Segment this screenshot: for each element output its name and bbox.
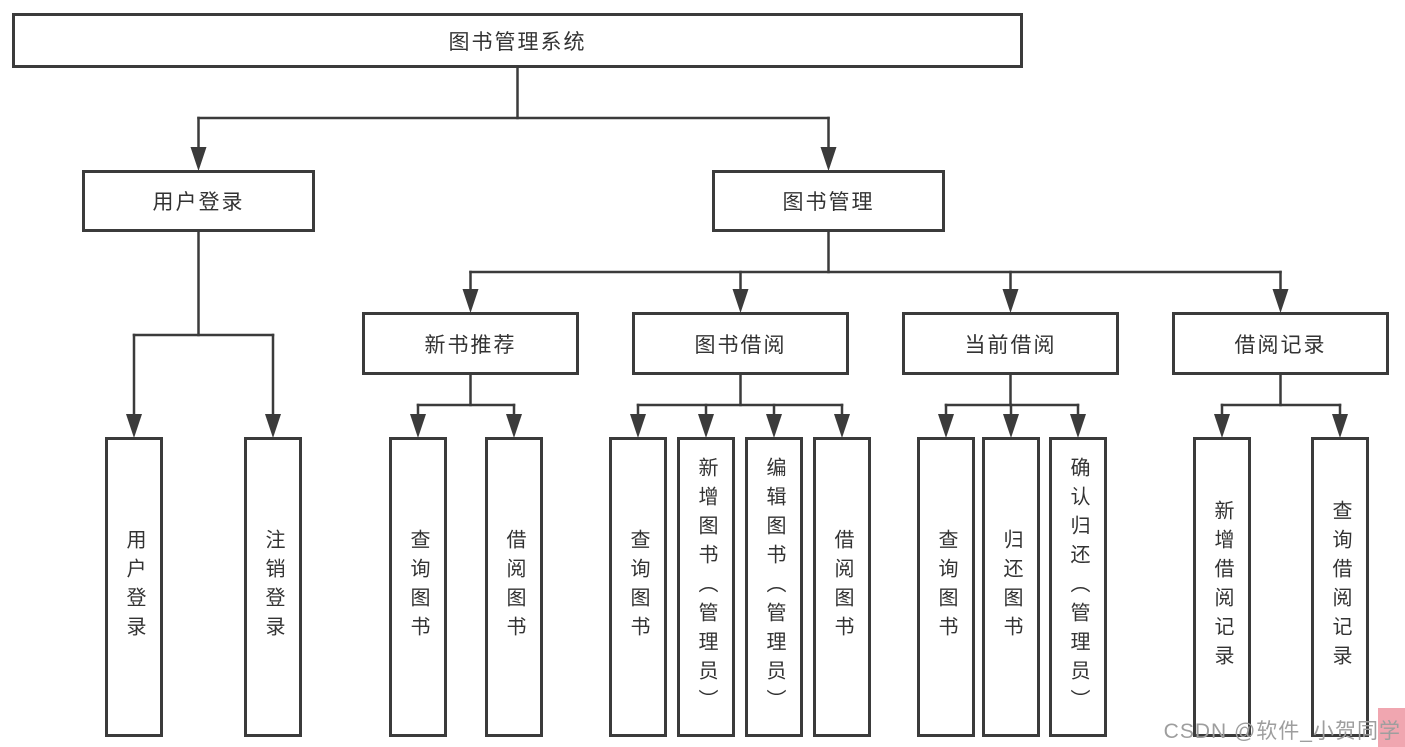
node-book-mgmt: 图书管理 <box>712 170 945 232</box>
node-label-borrow-records: 借阅记录 <box>1234 333 1327 357</box>
node-label-book-mgmt: 图书管理 <box>782 191 875 214</box>
node-label-v-return-book: 归还图书 <box>1000 529 1022 645</box>
node-label-user-login: 用户登录 <box>152 191 245 214</box>
node-v-query-book-1: 查询图书 <box>389 437 447 737</box>
node-v-query-borrow-record: 查询借阅记录 <box>1311 437 1369 737</box>
node-root: 图书管理系统 <box>12 13 1023 68</box>
node-label-current-borrow: 当前借阅 <box>964 333 1057 357</box>
node-label-v-query-book-3: 查询图书 <box>935 529 957 645</box>
node-new-book-rec: 新书推荐 <box>362 312 579 375</box>
node-label-v-borrow-book-1: 借阅图书 <box>503 529 525 645</box>
node-label-v-borrow-book-2: 借阅图书 <box>831 529 853 645</box>
node-label-v-query-borrow-record: 查询借阅记录 <box>1329 500 1351 674</box>
node-label-v-query-book-2: 查询图书 <box>627 529 649 645</box>
node-label-v-user-login: 用户登录 <box>123 529 145 645</box>
node-v-add-borrow-record: 新增借阅记录 <box>1193 437 1251 737</box>
node-label-new-book-rec: 新书推荐 <box>424 333 517 357</box>
node-v-borrow-book-1: 借阅图书 <box>485 437 543 737</box>
node-v-logout: 注销登录 <box>244 437 302 737</box>
node-label-v-query-book-1: 查询图书 <box>407 529 429 645</box>
node-borrow-records: 借阅记录 <box>1172 312 1389 375</box>
node-book-borrow: 图书借阅 <box>632 312 849 375</box>
node-label-v-add-book: 新增图书（管理员） <box>695 456 717 718</box>
node-label-v-add-borrow-record: 新增借阅记录 <box>1211 500 1233 674</box>
node-v-add-book: 新增图书（管理员） <box>677 437 735 737</box>
watermark: CSDN @软件_小贺同学 <box>1163 720 1401 743</box>
node-label-v-logout: 注销登录 <box>262 529 284 645</box>
node-label-book-borrow: 图书借阅 <box>694 333 787 357</box>
watermark-accent <box>1378 708 1405 747</box>
node-label-v-edit-book: 编辑图书（管理员） <box>763 456 785 718</box>
node-v-return-book: 归还图书 <box>982 437 1040 737</box>
node-v-edit-book: 编辑图书（管理员） <box>745 437 803 737</box>
node-v-query-book-2: 查询图书 <box>609 437 667 737</box>
node-v-borrow-book-2: 借阅图书 <box>813 437 871 737</box>
node-v-confirm-return: 确认归还（管理员） <box>1049 437 1107 737</box>
node-user-login: 用户登录 <box>82 170 315 232</box>
node-label-root: 图书管理系统 <box>448 30 587 54</box>
node-current-borrow: 当前借阅 <box>902 312 1119 375</box>
node-v-user-login: 用户登录 <box>105 437 163 737</box>
node-label-v-confirm-return: 确认归还（管理员） <box>1067 456 1089 718</box>
node-v-query-book-3: 查询图书 <box>917 437 975 737</box>
